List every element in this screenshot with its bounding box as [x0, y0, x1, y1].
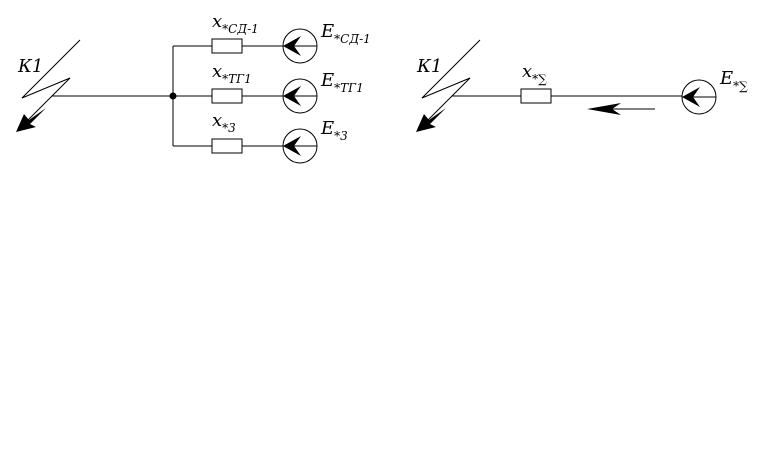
right-resistor-label: x*∑ [522, 61, 547, 86]
right-fault-symbol [416, 39, 481, 132]
right-resistor [520, 88, 552, 104]
left-branch-3 [173, 128, 318, 164]
branch-3-source-arrow [283, 136, 301, 156]
right-source-arrow [682, 87, 700, 107]
branch-2-source-arrow [283, 86, 301, 106]
left-branch-1 [173, 28, 318, 64]
branch-2-resistor [211, 88, 243, 104]
right-equivalent-circuit: К1 x*∑ E*∑ [416, 39, 748, 132]
branch-3-resistor-label: x*3 [212, 110, 236, 135]
left-fault-label: К1 [17, 56, 43, 77]
branch-1-source-arrow [283, 36, 301, 56]
branch-2-source-label: E*ТГ1 [320, 70, 364, 95]
branch-1-source-label: E*СД-1 [320, 21, 371, 46]
left-fault-symbol [16, 39, 81, 132]
branch-3-source-label: E*3 [320, 118, 348, 143]
right-source-label: E*∑ [719, 68, 748, 93]
branch-2-resistor-label: x*ТГ1 [212, 61, 252, 86]
branch-3-resistor [211, 138, 243, 154]
right-fault-zigzag [417, 39, 481, 131]
branch-1-resistor [211, 38, 243, 54]
left-fault-arrowhead [16, 108, 46, 132]
right-fault-label: К1 [416, 56, 442, 77]
right-fault-arrowhead [416, 108, 446, 132]
branch-1-resistor-label: x*СД-1 [212, 11, 259, 36]
left-fault-zigzag [17, 39, 81, 131]
left-equivalent-circuit: К1 x*СД-1 E*СД-1 [16, 11, 371, 164]
current-direction-arrowhead [587, 103, 621, 115]
left-branch-2 [173, 78, 318, 114]
